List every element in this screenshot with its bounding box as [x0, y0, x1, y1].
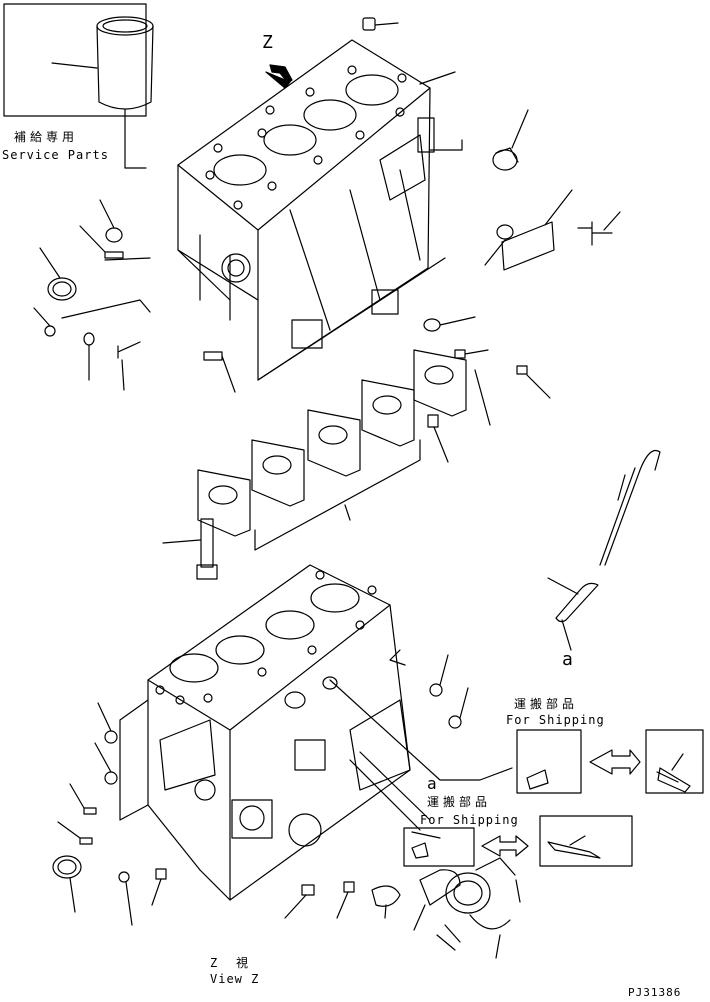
- dipstick: [547, 449, 661, 651]
- service-parts-label-en: Service Parts: [2, 148, 109, 162]
- shipping-box-upper: [516, 729, 704, 794]
- service-parts-label-jp: 補給専用: [14, 130, 79, 144]
- lower-small-parts: [52, 649, 521, 959]
- view-marker-letter: Z: [262, 32, 274, 53]
- service-parts-box: [3, 3, 154, 169]
- lower-cylinder-block: [119, 564, 411, 901]
- view-caption-letter: Z: [210, 956, 219, 970]
- view-caption-en: View Z: [210, 972, 260, 986]
- cylinder-liner-part: [96, 16, 154, 110]
- shipping-upper-label-jp: 運搬部品: [514, 697, 579, 711]
- shipping-upper-label-en: For Shipping: [506, 713, 605, 727]
- shipping-ref-letter: a: [427, 774, 438, 793]
- shipping-lower-label-jp: 運搬部品: [427, 795, 492, 809]
- drawing-code: PJ31386: [628, 986, 682, 999]
- shipping-lower-label-en: For Shipping: [420, 813, 519, 827]
- upper-cylinder-block: [177, 39, 446, 381]
- dipstick-ref-letter: a: [562, 649, 574, 670]
- main-bearing-caps: [162, 349, 551, 580]
- upper-small-parts: [33, 17, 621, 393]
- view-caption-jp: 視: [236, 956, 253, 970]
- view-z-arrow: [265, 64, 293, 89]
- shipping-box-lower: [403, 815, 633, 867]
